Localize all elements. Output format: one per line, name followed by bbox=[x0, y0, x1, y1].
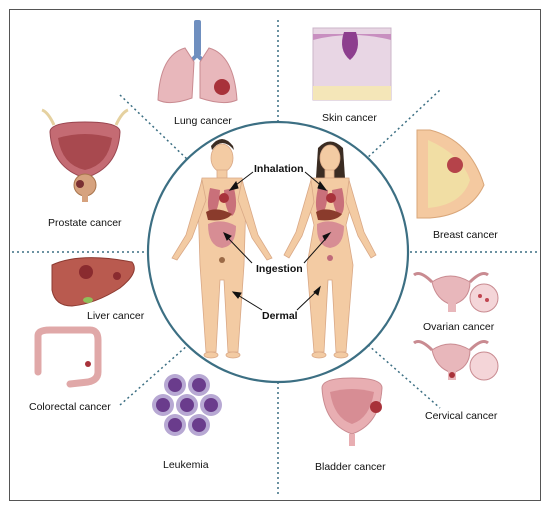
ovary-illustration bbox=[413, 272, 499, 313]
label-lung-cancer: Lung cancer bbox=[174, 115, 232, 127]
prostate-illustration bbox=[41, 108, 129, 202]
route-label-inhalation: Inhalation bbox=[254, 163, 304, 175]
label-cervical-cancer: Cervical cancer bbox=[425, 410, 498, 422]
cervix-illustration bbox=[413, 340, 499, 381]
male-organs bbox=[206, 188, 237, 263]
label-bladder-cancer: Bladder cancer bbox=[315, 461, 386, 473]
divider-top-left bbox=[119, 94, 189, 161]
female-body-illustration bbox=[283, 141, 377, 359]
label-colorectal-cancer: Colorectal cancer bbox=[29, 401, 111, 413]
label-skin-cancer: Skin cancer bbox=[322, 112, 377, 124]
colon-illustration bbox=[34, 326, 102, 388]
bladder-illustration bbox=[321, 377, 383, 446]
liver-illustration bbox=[51, 257, 135, 307]
label-ovarian-cancer: Ovarian cancer bbox=[423, 321, 495, 333]
divider-top-right bbox=[364, 89, 441, 161]
divider-lines bbox=[12, 20, 537, 497]
divider-bottom-left bbox=[119, 344, 189, 406]
male-body-illustration bbox=[171, 139, 273, 359]
label-liver-cancer: Liver cancer bbox=[87, 310, 145, 322]
skin-illustration bbox=[312, 27, 392, 101]
divider-bottom-right bbox=[367, 344, 441, 409]
route-arrows bbox=[223, 171, 332, 311]
label-breast-cancer: Breast cancer bbox=[433, 229, 498, 241]
label-prostate-cancer: Prostate cancer bbox=[48, 217, 122, 229]
route-label-dermal: Dermal bbox=[262, 310, 298, 322]
breast-illustration bbox=[416, 129, 485, 219]
route-label-ingestion: Ingestion bbox=[256, 263, 303, 275]
lung-illustration bbox=[157, 20, 238, 104]
leukemia-illustration bbox=[152, 374, 222, 436]
label-leukemia: Leukemia bbox=[163, 459, 209, 471]
